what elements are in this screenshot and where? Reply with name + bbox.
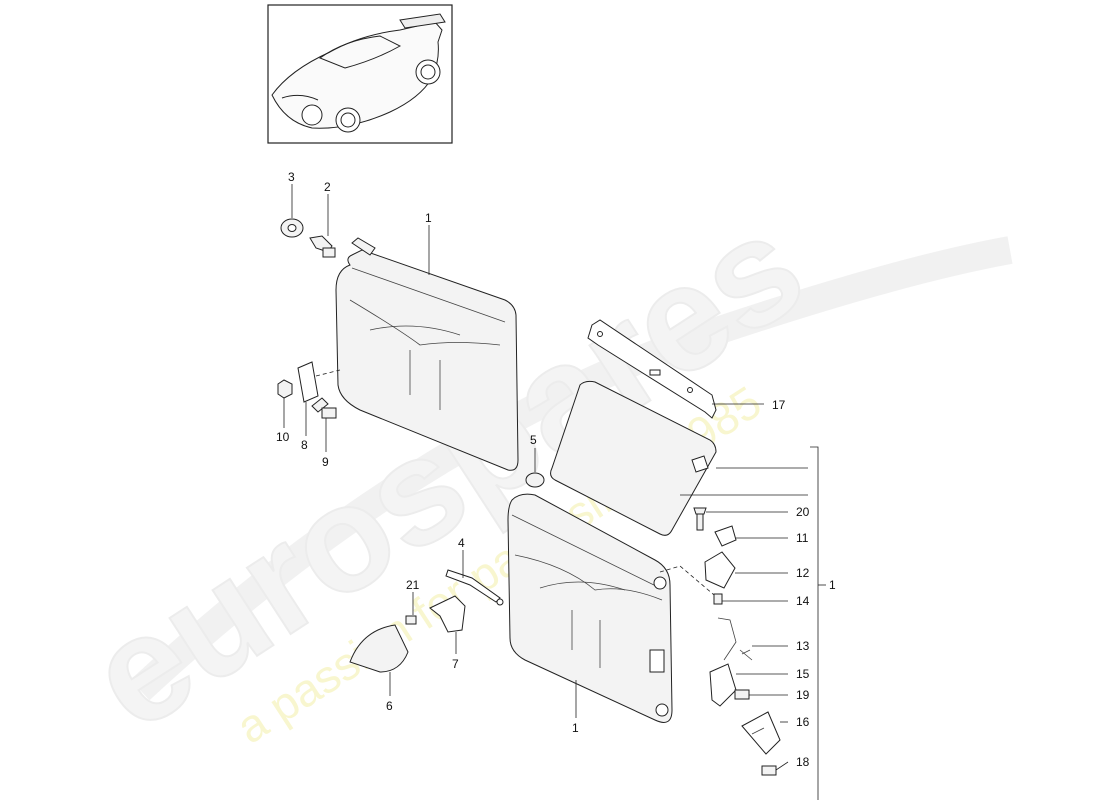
callout-8: 8	[301, 438, 308, 452]
cover-16	[741, 711, 781, 755]
watermark: eurospares a passion for parts since 198…	[60, 179, 1013, 763]
callout-15: 15	[796, 667, 810, 681]
callout-1-lower: 1	[572, 721, 579, 735]
callout-6: 6	[386, 699, 393, 713]
bolt-2	[309, 235, 336, 258]
screw-21	[405, 615, 417, 625]
lower-backrest	[507, 493, 673, 723]
bracket-17	[587, 319, 717, 419]
car-thumbnail	[267, 4, 453, 144]
backrest-panel	[550, 380, 717, 536]
callout-16: 16	[796, 715, 810, 729]
hinge-8	[297, 361, 341, 403]
callout-2: 2	[324, 180, 331, 194]
callout-18: 18	[796, 755, 810, 769]
callout-11: 11	[796, 531, 809, 545]
callout-10: 10	[276, 430, 290, 444]
latch-15	[709, 617, 737, 707]
callout-1-upper: 1	[425, 211, 432, 225]
upper-backrest	[335, 237, 519, 471]
callout-21: 21	[406, 578, 420, 592]
leader-lines	[283, 184, 826, 800]
nut-14	[713, 593, 723, 605]
callout-14: 14	[796, 594, 810, 608]
screw-19	[734, 689, 750, 700]
callout-7: 7	[452, 657, 459, 671]
small-clip-top	[691, 455, 709, 473]
callout-3: 3	[288, 170, 295, 184]
callout-19: 19	[796, 688, 810, 702]
nut-10	[277, 379, 293, 399]
clip-11	[714, 525, 737, 547]
screw-20	[693, 507, 707, 531]
callout-20: 20	[796, 505, 810, 519]
cable-4	[445, 569, 504, 606]
cover-6	[349, 624, 409, 673]
callout-9: 9	[322, 455, 329, 469]
spring-13	[739, 649, 753, 661]
callout-5: 5	[530, 433, 537, 447]
washer-3	[280, 218, 304, 238]
car-icon	[271, 13, 446, 133]
screw-9	[311, 397, 337, 419]
callout-1-group: 1	[829, 578, 836, 592]
hinge-12	[659, 551, 736, 601]
callout-12: 12	[796, 566, 810, 580]
cap-5	[525, 472, 545, 488]
callout-13: 13	[796, 639, 810, 653]
callout-4: 4	[458, 536, 465, 550]
bracket-7	[429, 595, 466, 633]
callout-17: 17	[772, 398, 786, 412]
screw-18	[761, 765, 777, 776]
callout-labels: 3 2 1 10 8 9 5 17 4 21 7 6 1 20 11 12 1 …	[276, 170, 836, 769]
